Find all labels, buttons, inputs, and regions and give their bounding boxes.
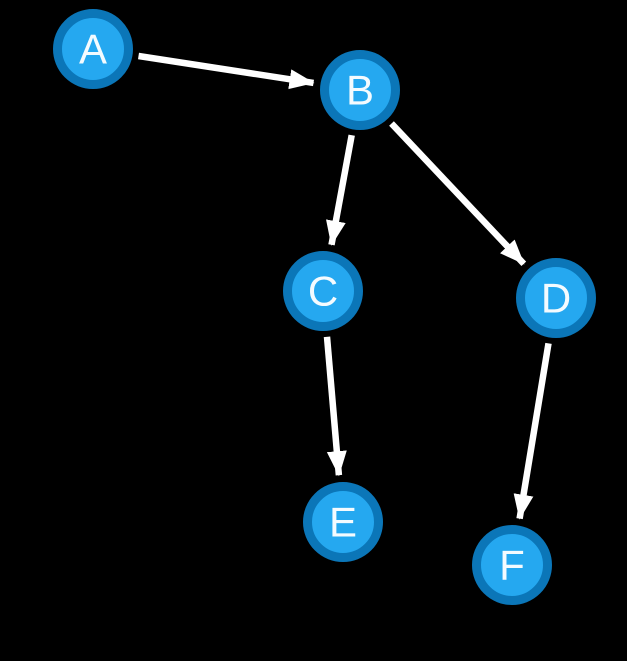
node-c[interactable]: C (283, 251, 363, 331)
edge-b-d (389, 121, 527, 267)
edges-layer (138, 52, 552, 520)
node-circle[interactable] (53, 9, 133, 89)
edge-d-f (513, 342, 552, 520)
node-circle[interactable] (472, 525, 552, 605)
edge-b-c (326, 134, 355, 246)
node-circle[interactable] (283, 251, 363, 331)
node-circle[interactable] (303, 482, 383, 562)
nodes-layer: A B C D E F (53, 9, 596, 605)
node-circle[interactable] (516, 258, 596, 338)
node-e[interactable]: E (303, 482, 383, 562)
node-circle[interactable] (320, 50, 400, 130)
node-a[interactable]: A (53, 9, 133, 89)
node-b[interactable]: B (320, 50, 400, 130)
node-d[interactable]: D (516, 258, 596, 338)
edge-c-e (323, 336, 347, 477)
edge-a-b (138, 52, 315, 90)
node-f[interactable]: F (472, 525, 552, 605)
